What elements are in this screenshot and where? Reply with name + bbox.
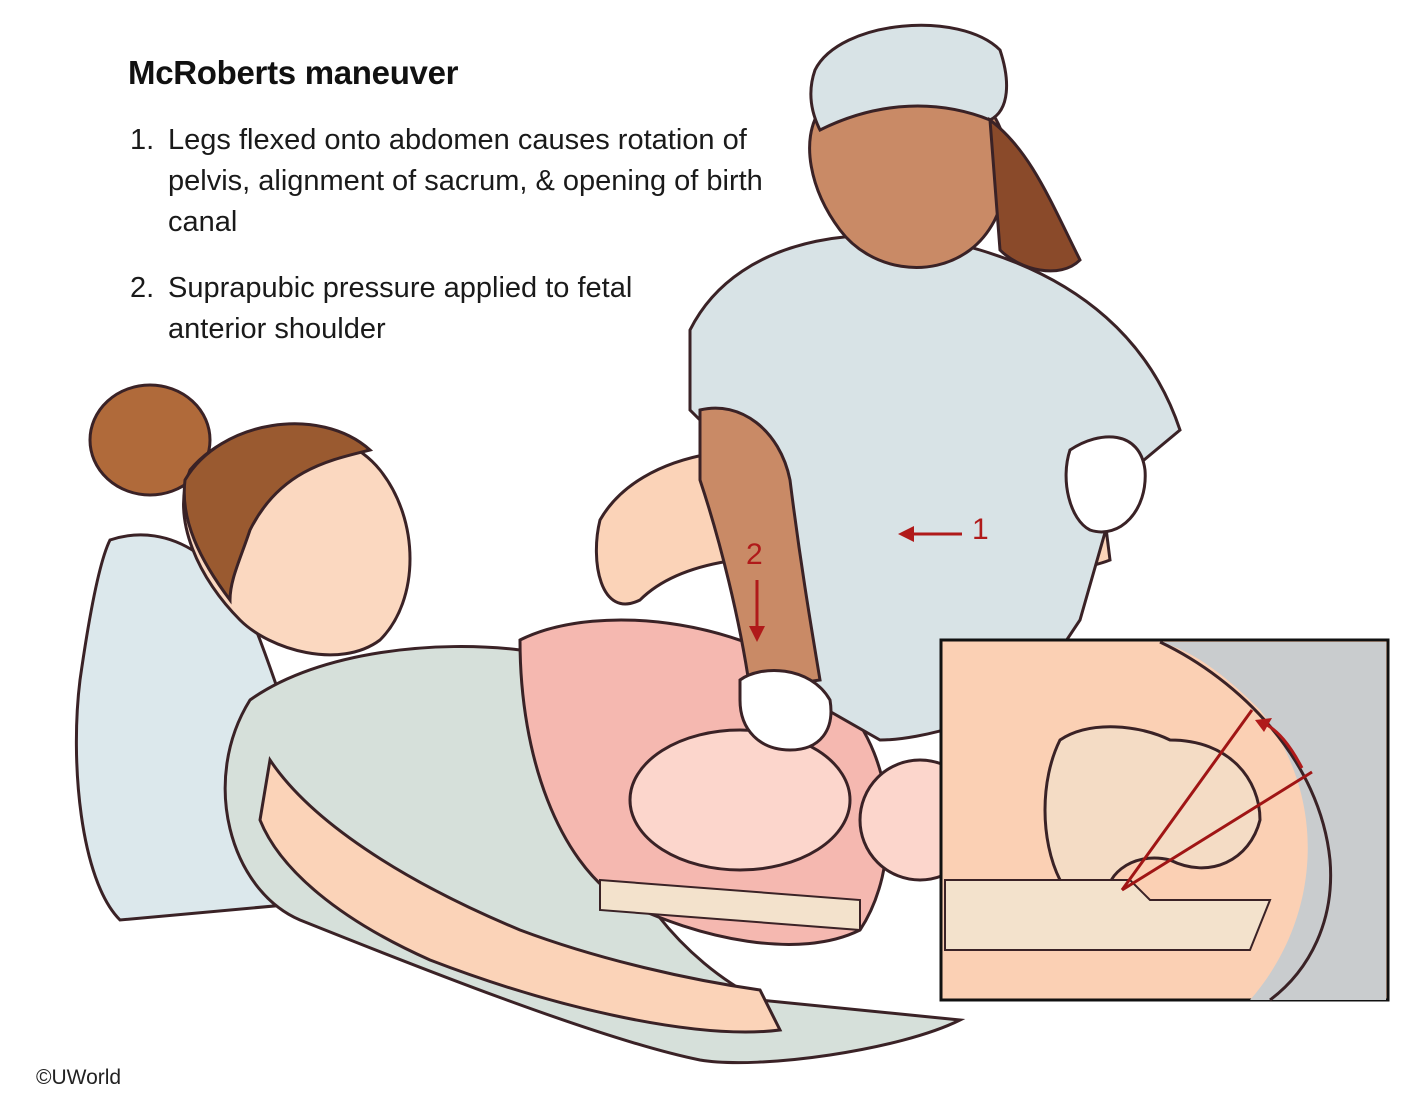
step-2: 2. Suprapubic pressure applied to fetal … [130,268,690,350]
step-1-text: Legs flexed onto abdomen causes rotation… [168,124,763,238]
arrow-2-head [749,626,765,642]
arrow-1-label: 1 [972,513,989,546]
attendant-hair [988,116,1082,273]
spine [599,878,861,932]
glove-left [738,669,833,752]
patient-hair [182,422,374,605]
attendant-arm [698,406,822,692]
step-2-text: Suprapubic pressure applied to fetal ant… [168,272,633,345]
arrow-1-head [898,526,914,542]
attendant-cap [809,23,1009,133]
patient-arm [258,756,783,1034]
pelvis-inset [939,638,1390,1002]
copyright-notice: ©UWorld [36,1066,122,1089]
step-2-number: 2. [130,272,155,304]
diagram-title: McRoberts maneuver [128,54,459,91]
step-1: 1. Legs flexed onto abdomen causes rotat… [130,120,770,243]
fetus-body [628,728,852,872]
arrow-2-label: 2 [746,538,763,571]
glove-right [1064,435,1147,534]
hair-bun [88,383,212,497]
step-1-number: 1. [130,124,155,156]
